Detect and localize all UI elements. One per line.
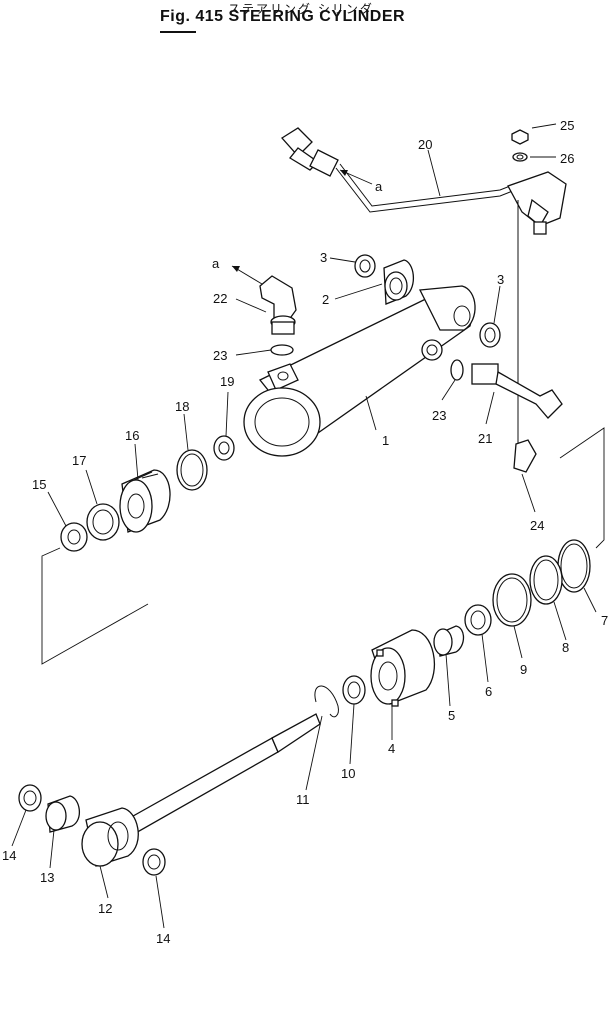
japanese-title: ステアリング シリンダ bbox=[228, 2, 374, 16]
ref-arrow-lower bbox=[231, 265, 263, 285]
part-8-backup-ring bbox=[529, 555, 563, 605]
part-14-seal-right bbox=[142, 848, 166, 876]
part-24-u-bolt bbox=[513, 439, 537, 473]
callout-7: 7 bbox=[601, 613, 608, 628]
ref-label-a-upper: a bbox=[375, 179, 383, 194]
callout-18: 18 bbox=[175, 399, 189, 414]
callout-4: 4 bbox=[388, 741, 395, 756]
callout-25: 25 bbox=[560, 118, 574, 133]
part-4-gland bbox=[370, 629, 435, 707]
callout-14b: 14 bbox=[156, 931, 170, 946]
callout-21: 21 bbox=[478, 431, 492, 446]
callout-22: 22 bbox=[213, 291, 227, 306]
callout-3a: 3 bbox=[320, 250, 327, 265]
part-3-seal-right bbox=[479, 322, 501, 348]
callout-24: 24 bbox=[530, 518, 544, 533]
callout-6: 6 bbox=[485, 684, 492, 699]
part-12-piston-rod bbox=[81, 713, 321, 867]
callout-19: 19 bbox=[220, 374, 234, 389]
part-21-fitting bbox=[471, 363, 563, 419]
group-bracket-left bbox=[41, 547, 149, 665]
part-13-bushing bbox=[45, 795, 80, 833]
callout-10: 10 bbox=[341, 766, 355, 781]
callout-14a: 14 bbox=[2, 848, 16, 863]
part-17-seal bbox=[86, 503, 120, 541]
callout-26: 26 bbox=[560, 151, 574, 166]
callout-3b: 3 bbox=[497, 272, 504, 287]
callout-23a: 23 bbox=[213, 348, 227, 363]
group-bracket-right bbox=[559, 427, 605, 549]
part-25-nut bbox=[511, 129, 529, 145]
ref-label-a-lower: a bbox=[212, 256, 220, 271]
part-26-washer bbox=[512, 152, 528, 162]
callout-16: 16 bbox=[125, 428, 139, 443]
part-23-oring-right bbox=[450, 359, 464, 381]
part-19-nut bbox=[213, 435, 235, 461]
part-3-seal-upper bbox=[354, 254, 376, 278]
callout-8: 8 bbox=[562, 640, 569, 655]
callout-5: 5 bbox=[448, 708, 455, 723]
part-2-bushing bbox=[383, 259, 414, 305]
part-22-elbow bbox=[259, 275, 297, 335]
callout-20: 20 bbox=[418, 137, 432, 152]
part-5-bushing bbox=[433, 625, 465, 657]
part-18-ring bbox=[176, 449, 208, 491]
callout-9: 9 bbox=[520, 662, 527, 677]
part-11-snap-ring bbox=[314, 685, 339, 718]
part-6-seal bbox=[464, 604, 492, 636]
part-23-oring-upper bbox=[270, 344, 294, 356]
part-7-oring bbox=[557, 539, 591, 593]
title-underline bbox=[160, 31, 196, 33]
part-9-ring bbox=[492, 573, 532, 627]
callout-17: 17 bbox=[72, 453, 86, 468]
part-14-seal-left bbox=[18, 784, 42, 812]
part-20-pipe bbox=[281, 127, 567, 235]
part-16-piston bbox=[119, 469, 171, 533]
figure-title: Fig. 415 STEERING CYLINDER bbox=[160, 8, 406, 25]
callout-1: 1 bbox=[382, 433, 389, 448]
callout-2: 2 bbox=[322, 292, 329, 307]
callout-13: 13 bbox=[40, 870, 54, 885]
part-10-bushing bbox=[342, 675, 366, 705]
callout-12: 12 bbox=[98, 901, 112, 916]
callout-15: 15 bbox=[32, 477, 46, 492]
leader-lines bbox=[11, 123, 597, 929]
ref-arrow-upper bbox=[339, 169, 373, 185]
part-1-cylinder-tube bbox=[243, 285, 476, 457]
callout-23b: 23 bbox=[432, 408, 446, 423]
callout-11: 11 bbox=[296, 792, 310, 807]
part-15-washer bbox=[60, 522, 88, 552]
